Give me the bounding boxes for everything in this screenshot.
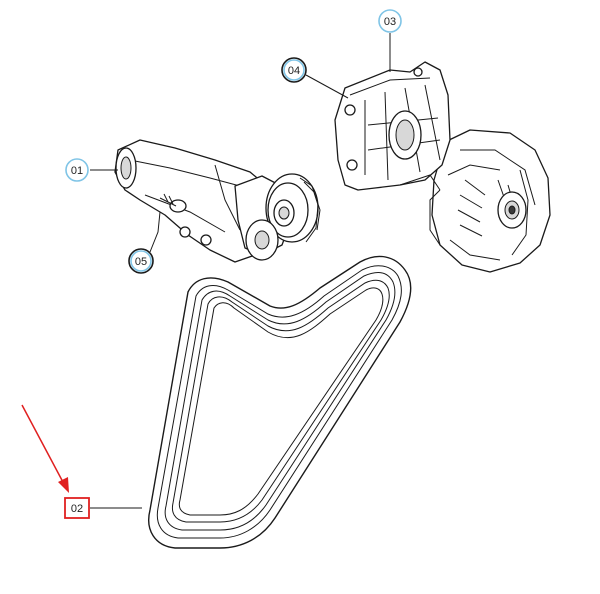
callout-04[interactable]: 04 [281, 57, 307, 83]
callout-01-label: 01 [71, 165, 83, 177]
bracket-bolt-hole [346, 159, 358, 171]
callout-01[interactable]: 01 [65, 158, 89, 182]
callout-03[interactable]: 03 [378, 9, 402, 33]
tensioner-bolt [159, 193, 187, 213]
leader-line-05 [149, 211, 161, 253]
callout-04-label: 04 [288, 65, 300, 77]
highlight-arrow [21, 404, 69, 493]
callout-05-label: 05 [135, 256, 147, 268]
callout-02[interactable]: 02 [64, 497, 90, 519]
tensioner-bolt-hole [179, 226, 191, 238]
leader-line-04 [305, 74, 349, 99]
callout-03-label: 03 [384, 16, 396, 28]
ribbed-belt [148, 255, 412, 549]
belt-tensioner [114, 139, 321, 263]
leader-lines [90, 33, 391, 509]
bracket-bolt-hole [344, 104, 356, 116]
tensioner-bolt-hole [200, 234, 212, 246]
mounting-bracket [334, 61, 451, 191]
tensioner-pulley [265, 173, 321, 243]
alternator [429, 129, 551, 273]
callout-05[interactable]: 05 [128, 248, 154, 274]
arrowhead-icon [58, 477, 69, 493]
callout-02-label: 02 [71, 503, 83, 515]
alternator-pulley [497, 191, 527, 229]
